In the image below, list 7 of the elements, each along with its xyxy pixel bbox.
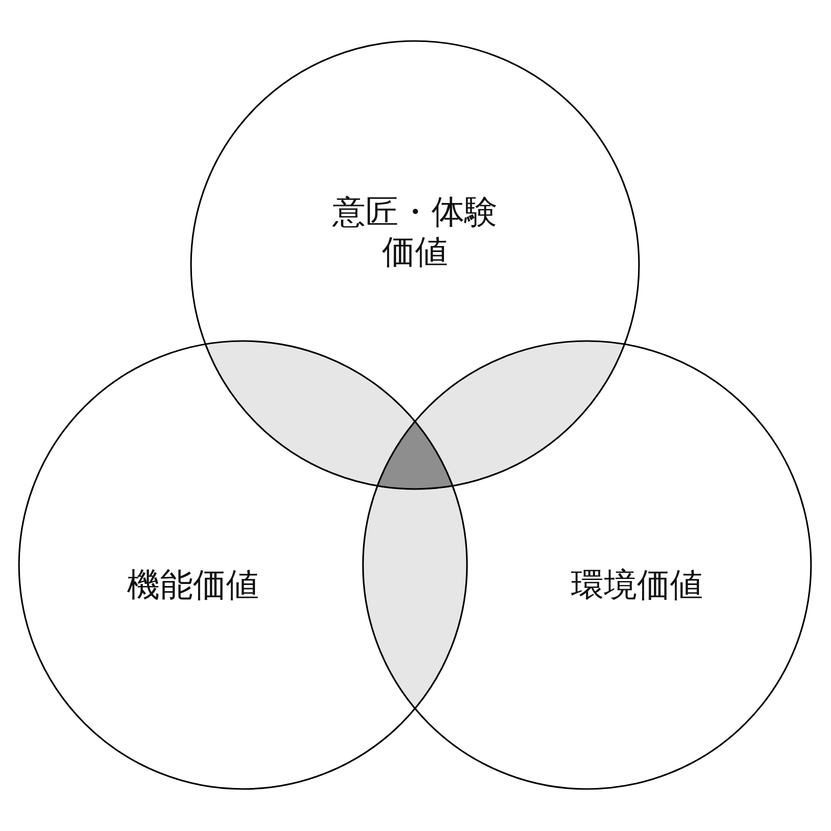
overlap-lens (362, 486, 468, 710)
circle-label: 機能価値 (127, 565, 259, 605)
circle-label: 意匠・体験価値 (332, 192, 498, 272)
center-overlap-triangle (376, 420, 454, 490)
overlap-lens (415, 340, 626, 487)
circle-label: 環境価値 (571, 565, 703, 605)
overlap-lens (204, 340, 415, 487)
